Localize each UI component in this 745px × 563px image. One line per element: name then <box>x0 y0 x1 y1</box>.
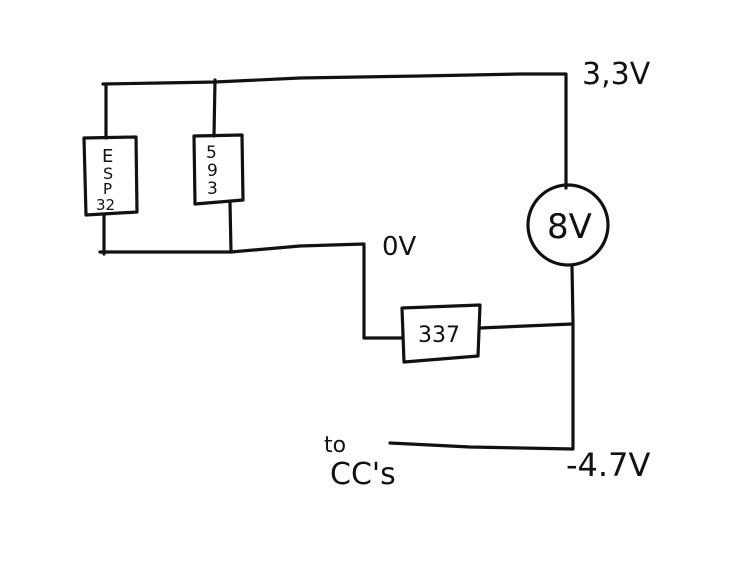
label-to: to <box>324 433 346 458</box>
esp32-char-4: 32 <box>96 196 115 214</box>
wire-battery-bottom <box>570 264 575 450</box>
wire-regulator-out <box>478 322 574 330</box>
label-neg-4v7: -4.7V <box>566 446 650 484</box>
wire-to-ccs <box>388 441 575 451</box>
esp32-module-box <box>82 135 139 217</box>
label-ccs: CC's <box>330 457 396 492</box>
label-3v3: 3,3V <box>582 57 651 92</box>
board-593-char-2: 9 <box>207 161 218 181</box>
board-593-box <box>192 133 245 206</box>
esp32-char-3: P <box>103 180 112 198</box>
regulator-337-label: 337 <box>418 323 460 348</box>
board-593-char-1: 5 <box>206 143 217 163</box>
wire-ground-to-regulator <box>362 244 405 340</box>
battery-8v-circle <box>526 183 610 267</box>
wire-593-top <box>212 78 217 138</box>
wire-593-bottom <box>228 200 233 254</box>
wire-top-rail <box>101 72 568 86</box>
esp32-char-2: S <box>103 164 113 183</box>
battery-8v-label: 8V <box>547 207 592 247</box>
wire-ground-rail <box>98 242 366 254</box>
label-0v: 0V <box>382 232 417 262</box>
regulator-337-box <box>400 303 482 364</box>
board-593-char-3: 3 <box>207 179 218 199</box>
esp32-char-1: E <box>102 146 113 167</box>
